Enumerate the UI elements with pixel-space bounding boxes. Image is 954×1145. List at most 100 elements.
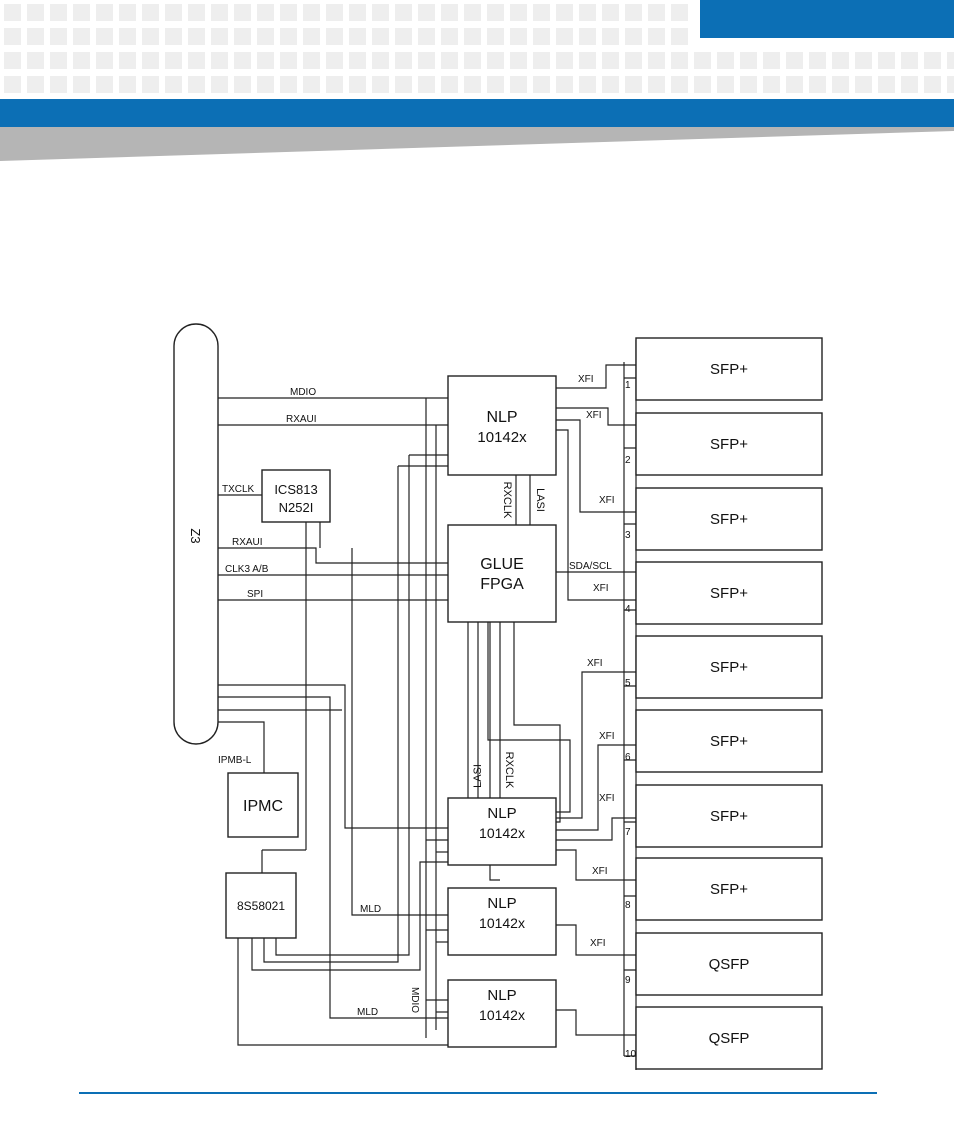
header-tile	[349, 52, 366, 69]
nlp-bot-line2: 10142x	[479, 1007, 525, 1023]
nlp-top-line2: 10142x	[477, 429, 527, 446]
header-tile	[786, 76, 803, 93]
nlp-low-line1: NLP	[487, 895, 516, 912]
header-tile	[901, 52, 918, 69]
header-tile	[257, 76, 274, 93]
label-xfi-9: XFI	[590, 938, 606, 949]
header-tile	[395, 28, 412, 45]
header-tile	[855, 52, 872, 69]
label-clk3: CLK3 A/B	[225, 564, 269, 575]
header-tile	[579, 76, 596, 93]
header-tile	[487, 76, 504, 93]
label-xfi-4: XFI	[593, 583, 609, 594]
port-name-1: SFP+	[710, 361, 748, 378]
header-tile	[303, 76, 320, 93]
label-mdio: MDIO	[290, 387, 316, 398]
header-tile	[27, 52, 44, 69]
header-tile	[510, 28, 527, 45]
header-tile	[510, 52, 527, 69]
header-tile	[671, 76, 688, 93]
header-tile	[671, 4, 688, 21]
header-tile	[786, 52, 803, 69]
header-tile	[280, 76, 297, 93]
header-tile	[188, 76, 205, 93]
port-number-9: 9	[625, 975, 631, 986]
header-tile	[556, 52, 573, 69]
header-tile	[4, 28, 21, 45]
header-tile	[372, 4, 389, 21]
header-tile	[648, 76, 665, 93]
port-box-7	[635, 784, 823, 848]
label-xfi-7: XFI	[599, 793, 615, 804]
header-tile	[947, 52, 954, 69]
footer-rule	[79, 1092, 877, 1094]
header-tile	[694, 76, 711, 93]
port-box-10	[635, 1006, 823, 1070]
header-tile	[395, 76, 412, 93]
header-tile	[326, 28, 343, 45]
header-tile	[602, 76, 619, 93]
port-box-4	[635, 561, 823, 625]
header-tile	[119, 4, 136, 21]
ipmc-label: IPMC	[243, 798, 283, 815]
port-name-5: SFP+	[710, 659, 748, 676]
header-tile	[878, 76, 895, 93]
header-tile	[4, 4, 21, 21]
label-xfi-2: XFI	[586, 410, 602, 421]
header-tile	[441, 76, 458, 93]
header-tile	[694, 52, 711, 69]
header-tile	[349, 4, 366, 21]
header-tile	[303, 28, 320, 45]
header-tile	[50, 28, 67, 45]
header-tile	[50, 52, 67, 69]
port-box-1	[635, 337, 823, 401]
port-box-6	[635, 709, 823, 773]
header-tile	[4, 52, 21, 69]
header-tile	[947, 76, 954, 93]
nlp-bot-line1: NLP	[487, 987, 516, 1004]
header-tile	[372, 28, 389, 45]
header-tile	[142, 76, 159, 93]
header-tile	[625, 28, 642, 45]
header-tile	[625, 52, 642, 69]
nlp-top-line1: NLP	[486, 409, 517, 426]
ics813-block	[261, 469, 331, 523]
label-sda-scl: SDA/SCL	[569, 561, 612, 572]
label-txclk: TXCLK	[222, 484, 255, 495]
header-blue-tab	[700, 0, 954, 38]
header-tile	[625, 76, 642, 93]
port-box-9	[635, 932, 823, 996]
header-tile	[625, 4, 642, 21]
header-tile	[832, 76, 849, 93]
header-tile	[280, 4, 297, 21]
header-tile	[257, 28, 274, 45]
header-tile	[27, 4, 44, 21]
clock-label: 8S58021	[237, 899, 285, 913]
label-ipmb: IPMB-L	[218, 755, 252, 766]
header-tile	[418, 4, 435, 21]
header-tile	[96, 76, 113, 93]
port-name-9: QSFP	[709, 956, 750, 973]
nlp-top-block	[447, 375, 557, 476]
line-ipmb	[218, 721, 265, 773]
header-tile	[740, 52, 757, 69]
header-tile	[188, 4, 205, 21]
header-tile	[579, 4, 596, 21]
header-tile	[349, 28, 366, 45]
header-tile	[878, 52, 895, 69]
header-tile	[234, 76, 251, 93]
label-xfi-8: XFI	[592, 866, 608, 877]
nlp-mid-block	[447, 797, 557, 866]
header-tile	[50, 4, 67, 21]
header-tile	[441, 52, 458, 69]
header-tile	[717, 52, 734, 69]
header-tile	[832, 52, 849, 69]
header-tile	[50, 76, 67, 93]
header-tile	[533, 28, 550, 45]
line-z3-mld2	[218, 696, 448, 1019]
header-tile	[73, 52, 90, 69]
header-tile	[464, 4, 481, 21]
header-tile	[165, 28, 182, 45]
port-box-2	[635, 412, 823, 476]
